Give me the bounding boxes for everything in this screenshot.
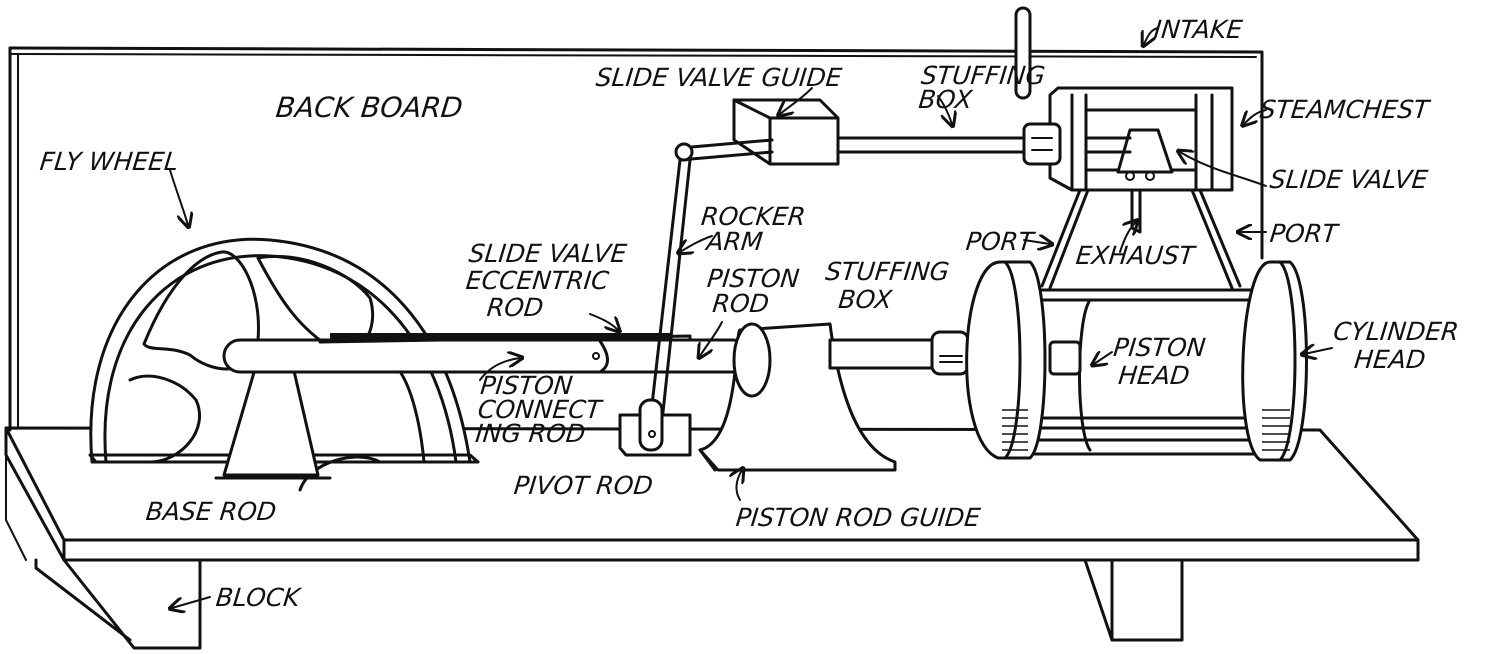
- cylinder: [965, 260, 1308, 462]
- piston-rod: [828, 330, 970, 376]
- slide-valve-guide: [732, 98, 840, 166]
- intake-pipe: [1014, 6, 1032, 100]
- pivot-block: [618, 398, 692, 457]
- back-board: [8, 46, 1264, 432]
- block-left: [5, 454, 202, 650]
- piston-rod-guide: [698, 322, 897, 472]
- block-right: [1083, 558, 1184, 642]
- rocker-arm: [646, 138, 774, 442]
